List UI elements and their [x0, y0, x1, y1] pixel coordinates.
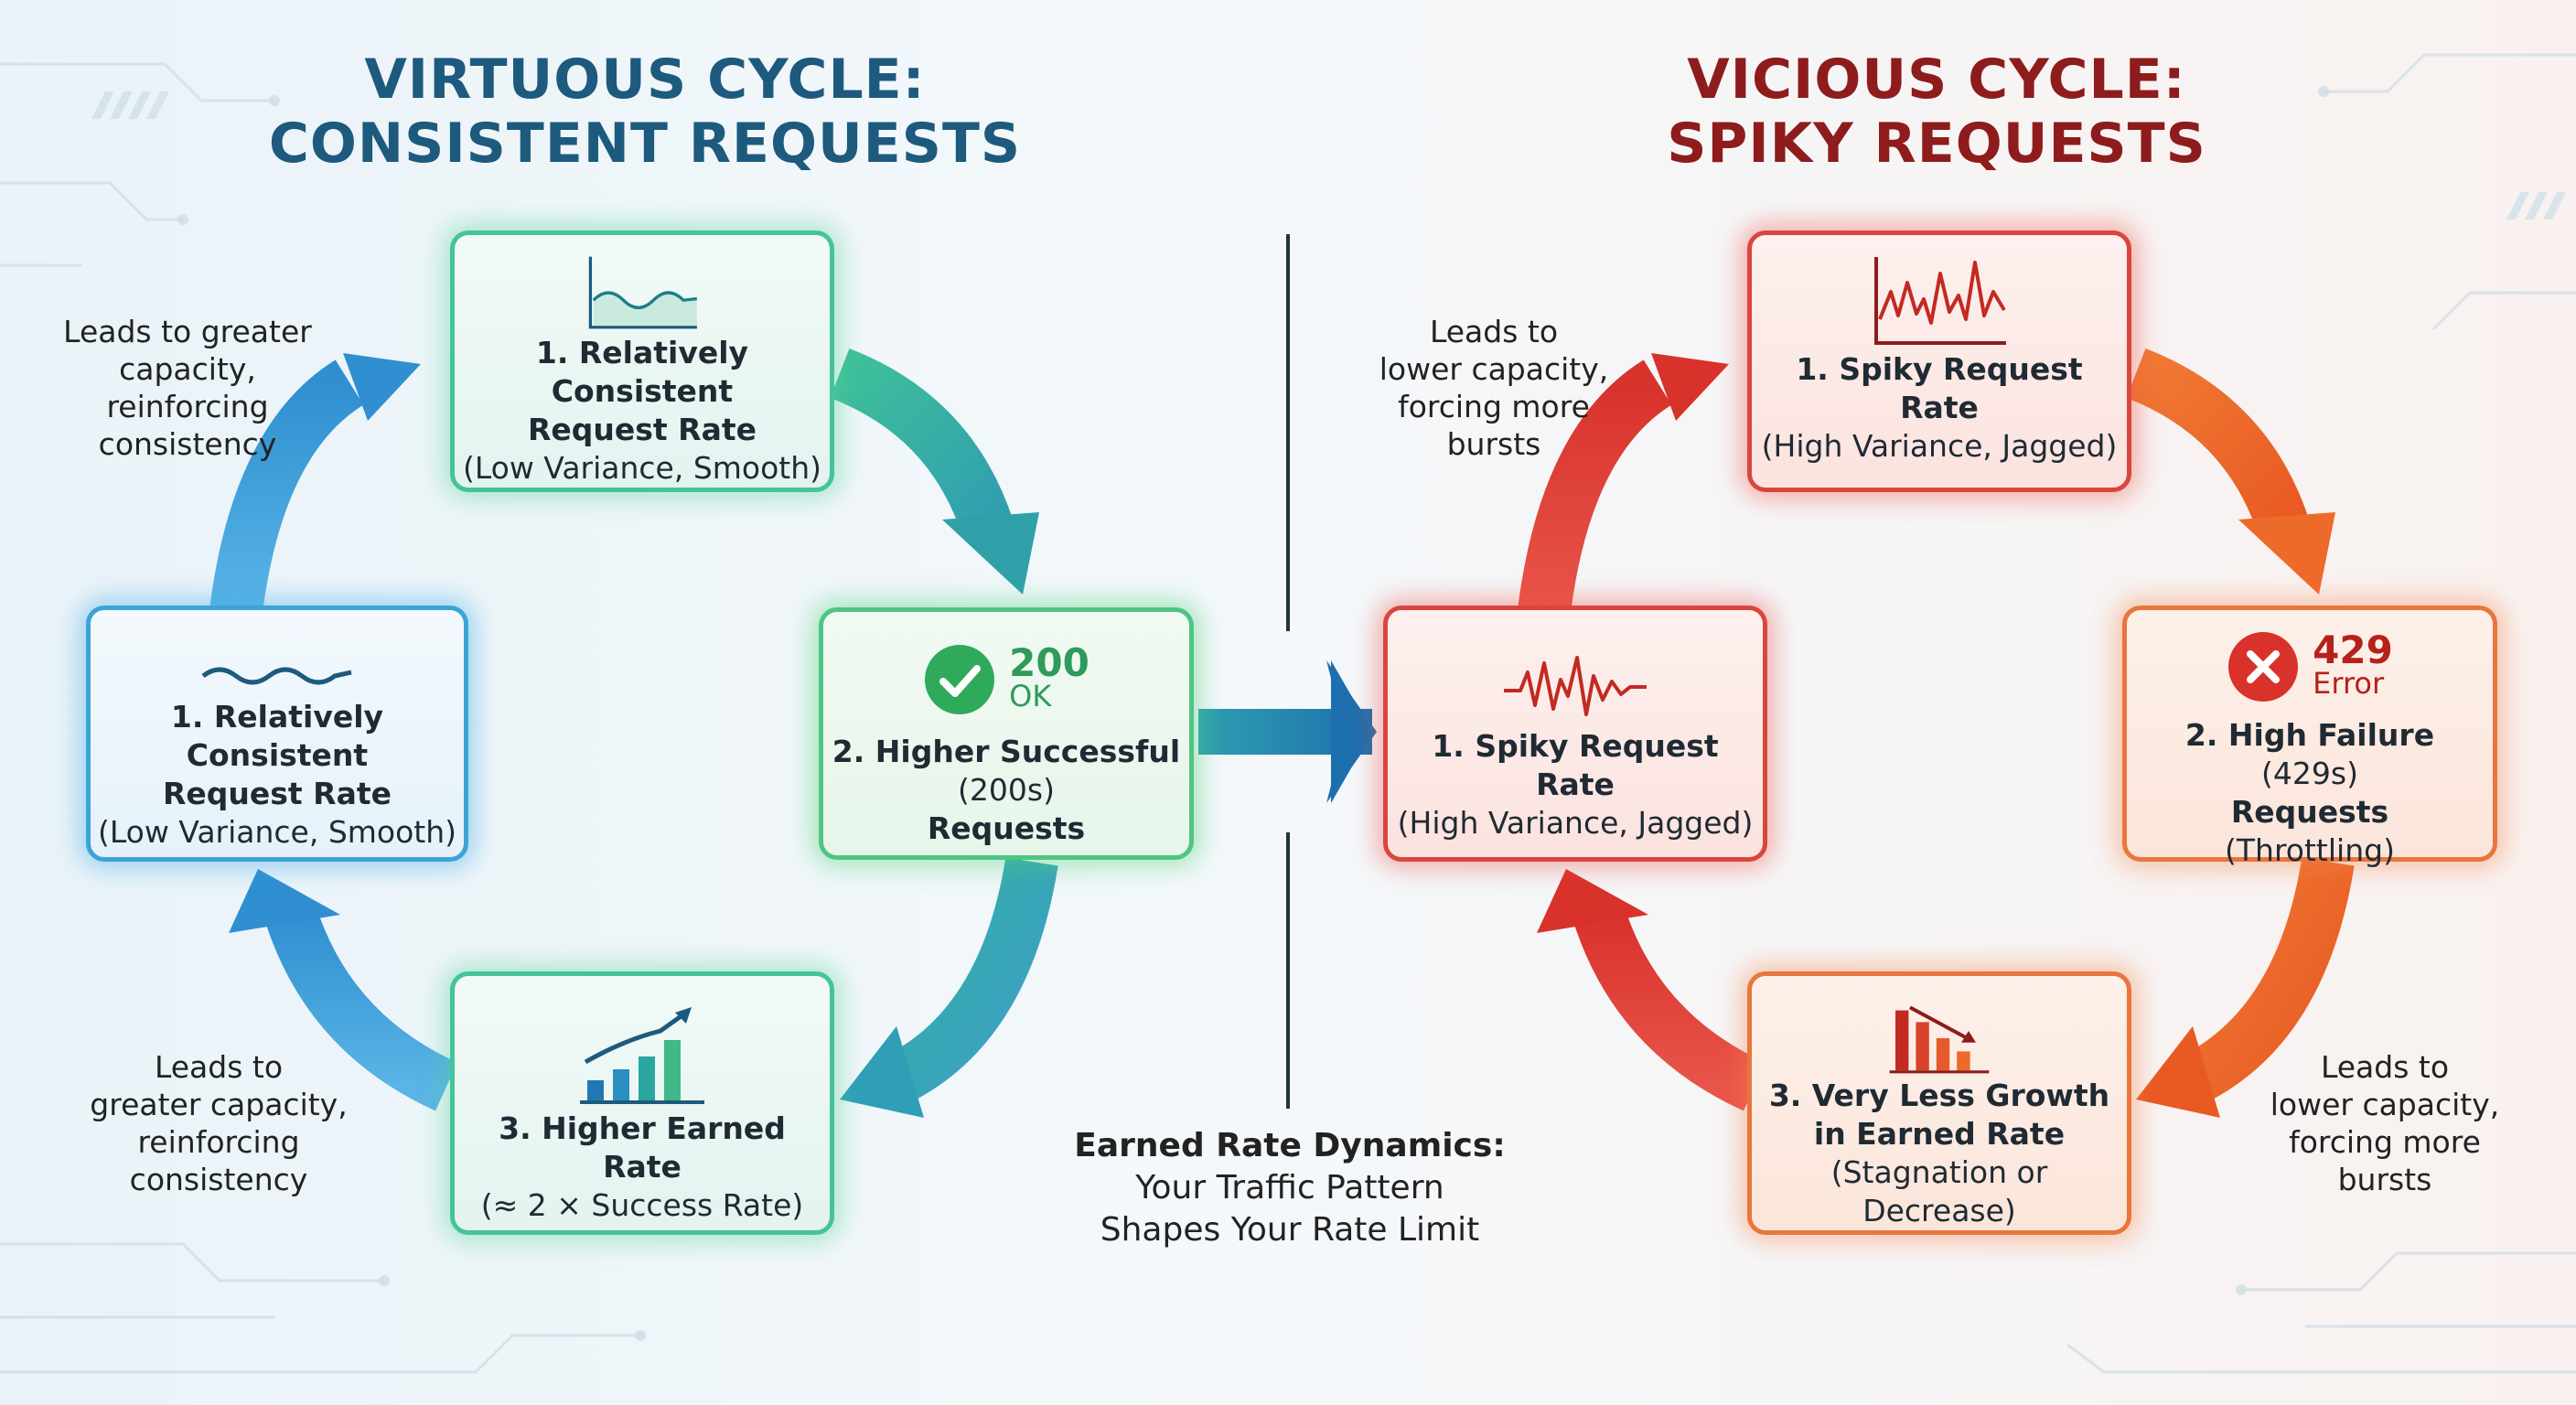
- box-subtitle: (High Variance, Jagged): [1397, 805, 1754, 841]
- arrow-virtuous-left: [265, 906, 458, 1111]
- virtuous-earned-box: 3. Higher Earned Rate (≈ 2 × Success Rat…: [450, 971, 834, 1235]
- status-label: OK: [1009, 679, 1052, 713]
- box-title: 1. Relatively Consistent: [535, 335, 749, 409]
- box-title: in Earned Rate: [1813, 1116, 2066, 1152]
- smooth-line-chart-icon: [588, 256, 698, 329]
- box-title: 1. Relatively Consistent: [170, 699, 384, 773]
- vicious-note-top: Leads to lower capacity, forcing more bu…: [1343, 313, 1645, 463]
- virtuous-note-top: Leads to greater capacity, reinforcing c…: [37, 313, 338, 463]
- box-title: 1. Spiky Request Rate: [1432, 728, 1719, 802]
- note-line: consistency: [129, 1162, 308, 1197]
- caption-line: Your Traffic Pattern: [1135, 1169, 1444, 1207]
- error-x-circle-icon: [2228, 632, 2299, 702]
- vicious-growth-box: 3. Very Less Growth in Earned Rate (Stag…: [1747, 971, 2131, 1235]
- box-subtitle: (Throttling): [2225, 832, 2395, 868]
- note-line: Leads to: [154, 1049, 284, 1085]
- box-title: 3. Very Less Growth: [1768, 1078, 2110, 1113]
- arrow-vicious-up: [1518, 359, 1672, 615]
- box-title: 3. Higher Earned Rate: [499, 1110, 786, 1185]
- box-subtitle: (200s): [958, 772, 1055, 808]
- box-subtitle: (Low Variance, Smooth): [97, 814, 457, 850]
- virtuous-top-box: 1. Relatively Consistent Request Rate (L…: [450, 231, 834, 492]
- box-title: Request Rate: [162, 776, 392, 811]
- box-subtitle: (Stagnation or Decrease): [1830, 1154, 2048, 1228]
- vicious-note-bottom: Leads to lower capacity, forcing more bu…: [2234, 1048, 2536, 1198]
- pulse-spike-icon: [1504, 656, 1647, 716]
- title-line: VICIOUS CYCLE:: [1687, 48, 2186, 112]
- arrow-vicious-left: [1573, 906, 1766, 1111]
- box-title: Request Rate: [527, 412, 757, 447]
- note-line: bursts: [2337, 1162, 2432, 1197]
- check-circle-icon: [925, 645, 995, 714]
- note-line: Leads to: [1429, 314, 1559, 349]
- vicious-top-box: 1. Spiky Request Rate (High Variance, Ja…: [1747, 231, 2131, 492]
- box-subtitle: (Low Variance, Smooth): [462, 450, 822, 486]
- status-code: 200: [1009, 640, 1089, 685]
- box-title: Requests: [2230, 794, 2389, 830]
- spiky-line-chart-icon: [1874, 257, 2006, 345]
- vicious-failure-box: 429 Error 2. High Failure (429s) Request…: [2122, 606, 2497, 868]
- status-429: 429 Error: [2227, 630, 2393, 703]
- arrow-virtuous-right: [830, 348, 1014, 538]
- status-code: 429: [2313, 627, 2393, 672]
- box-title: 1. Spiky Request Rate: [1796, 351, 2083, 425]
- box-subtitle: (≈ 2 × Success Rate): [480, 1187, 804, 1223]
- virtuous-cycle-title: VIRTUOUS CYCLE: CONSISTENT REQUESTS: [188, 48, 1102, 176]
- caption-line: Shapes Your Rate Limit: [1100, 1211, 1480, 1249]
- virtuous-note-bottom: Leads to greater capacity, reinforcing c…: [68, 1048, 370, 1198]
- box-title: Requests: [927, 810, 1086, 846]
- note-line: reinforcing: [106, 389, 269, 424]
- note-line: consistency: [98, 426, 277, 462]
- declining-bar-chart-icon: [1889, 1005, 1990, 1074]
- note-line: bursts: [1446, 426, 1541, 462]
- note-line: reinforcing: [137, 1124, 300, 1160]
- wave-icon: [201, 667, 352, 685]
- box-subtitle: (429s): [2261, 756, 2358, 791]
- note-line: lower capacity,: [1379, 351, 1609, 387]
- note-line: Leads to greater: [63, 314, 312, 349]
- note-line: forcing more: [2289, 1124, 2481, 1160]
- status-200: 200 OK: [923, 643, 1089, 716]
- arrow-virtuous-down: [888, 857, 1058, 1101]
- vicious-left-box: 1. Spiky Request Rate (High Variance, Ja…: [1383, 606, 1767, 862]
- vicious-cycle-title: VICIOUS CYCLE: SPIKY REQUESTS: [1479, 48, 2394, 176]
- note-line: greater capacity,: [90, 1087, 348, 1122]
- title-line: CONSISTENT REQUESTS: [268, 112, 1022, 176]
- rising-bar-chart-icon: [580, 1007, 704, 1104]
- caption-heading: Earned Rate Dynamics:: [1074, 1127, 1506, 1164]
- note-line: forcing more: [1398, 389, 1590, 424]
- virtuous-left-box: 1. Relatively Consistent Request Rate (L…: [86, 606, 468, 862]
- arrow-vicious-down: [2184, 857, 2355, 1101]
- title-line: VIRTUOUS CYCLE:: [364, 48, 926, 112]
- title-line: SPIKY REQUESTS: [1667, 112, 2206, 176]
- note-line: lower capacity,: [2270, 1087, 2500, 1122]
- virtuous-success-box: 200 OK 2. Higher Successful (200s) Reque…: [819, 607, 1194, 860]
- box-title: 2. High Failure: [2184, 717, 2435, 753]
- box-subtitle: (High Variance, Jagged): [1761, 428, 2118, 464]
- arrow-vicious-right: [2126, 348, 2310, 538]
- note-line: Leads to: [2320, 1049, 2450, 1085]
- status-label: Error: [2313, 666, 2385, 701]
- center-caption: Earned Rate Dynamics: Your Traffic Patte…: [1034, 1125, 1546, 1251]
- note-line: capacity,: [119, 351, 256, 387]
- arrow-virtuous-up: [209, 359, 364, 615]
- box-title: 2. Higher Successful: [832, 734, 1181, 769]
